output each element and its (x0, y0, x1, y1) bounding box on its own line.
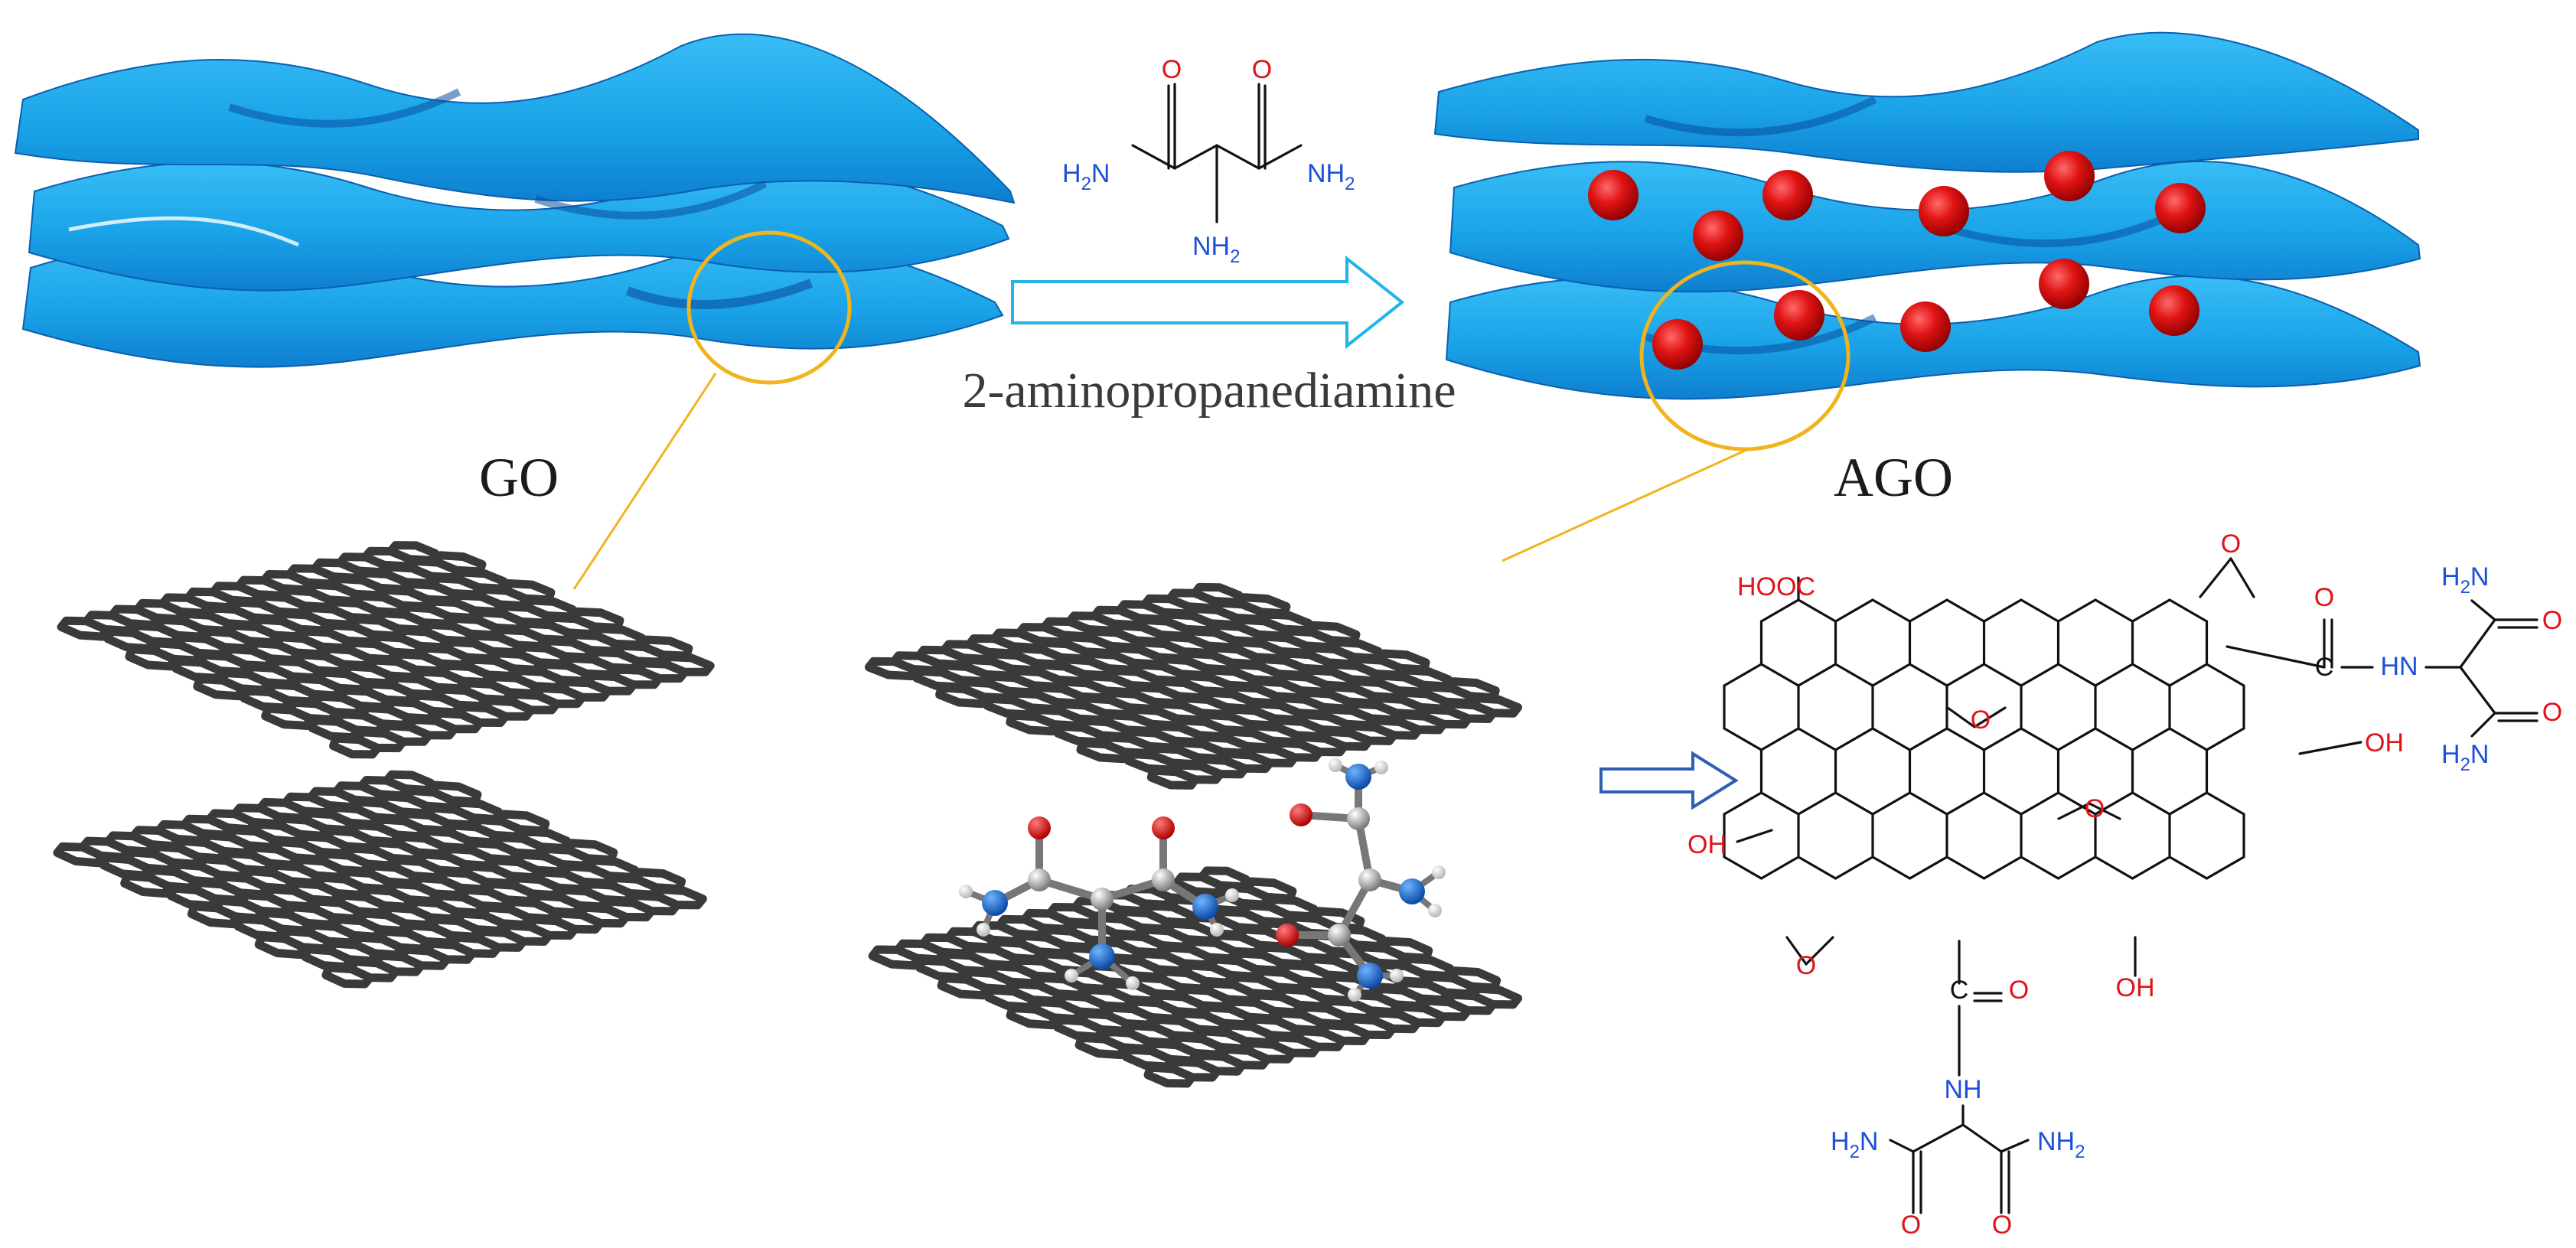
lattice-ago-top (864, 582, 1522, 790)
bond-line (2088, 802, 2121, 820)
reagent-o-left: O (1162, 55, 1182, 84)
bond-line (1961, 1123, 2003, 1153)
epoxide-o-bottom: O (1796, 951, 1816, 980)
ago-chemical-structure (1723, 557, 2539, 1214)
reagent-o-right: O (1252, 55, 1272, 84)
carbonyl-bottom-o: O (2009, 976, 2029, 1005)
particle (2155, 183, 2206, 233)
carbonyl-right-o: O (2314, 583, 2334, 612)
hooc-label: HOOC (1737, 572, 1815, 601)
lattice-mesh (57, 541, 715, 759)
bond-line (2225, 645, 2326, 669)
epoxide-o-mid2: O (2085, 794, 2105, 823)
ago-ring-skeleton (1723, 598, 2245, 880)
amide-bottom-right-o: O (1992, 1211, 2012, 1240)
bond-line (2229, 557, 2255, 598)
nh-bottom: NH (1944, 1075, 1981, 1104)
reagent-nh2-right: NH2 (1307, 159, 1355, 194)
reagent-nh2-left: H2N (1062, 159, 1110, 194)
structure-arrow-icon (1599, 751, 1739, 810)
hn-right: HN (2380, 652, 2418, 681)
ago-zoom-leader (1502, 448, 1747, 562)
amide-bottom-left-o: O (1901, 1211, 1921, 1240)
lattice-ago-bottom (868, 866, 1523, 1088)
bond-line (2057, 802, 2091, 820)
particle (1900, 301, 1951, 352)
bond-line (2000, 1139, 2030, 1153)
bond-line (2470, 599, 2496, 621)
amide-right-bottom-o: O (2542, 698, 2562, 727)
go-highlight (68, 216, 299, 247)
oh-right: OH (2365, 728, 2404, 758)
lattice-go-bottom (53, 770, 707, 989)
particle (1693, 210, 1743, 261)
oh-bottom: OH (2116, 973, 2155, 1002)
epoxide-o-top: O (2221, 530, 2241, 559)
particle (1774, 290, 1824, 341)
ago-sheet-stack (1433, 31, 2421, 400)
particle (1652, 319, 1703, 370)
bond-line (1973, 706, 2007, 728)
bond-line (1785, 936, 1808, 966)
go-fold-shadow-2 (534, 180, 768, 220)
ago-label: AGO (1834, 447, 1953, 508)
go-sheet-stack (14, 33, 1016, 368)
amide-right-top-nh2: H2N (2441, 562, 2489, 598)
carbonyl-right-c: C (2315, 653, 2334, 682)
particle (2044, 151, 2095, 201)
bond-line (2470, 712, 2496, 738)
bond-line (1889, 1139, 1915, 1153)
bond-line (2459, 666, 2496, 715)
lattice-mesh (864, 582, 1522, 790)
bond-line (2298, 741, 2362, 755)
particle (1762, 170, 1813, 220)
ago-fold-shadow-1 (1644, 96, 1877, 136)
bond-line (2199, 557, 2232, 598)
bond-line (2459, 618, 2496, 669)
amide-right-bottom-nh2: H2N (2441, 740, 2489, 775)
bond-line (1736, 829, 1773, 843)
amide-right-top-o: O (2542, 606, 2562, 635)
go-fold-shadow-3 (625, 279, 814, 310)
go-label: GO (479, 447, 559, 508)
bond-line (1805, 936, 1834, 966)
go-sheet-1 (14, 33, 1016, 204)
oh-left: OH (1687, 830, 1727, 859)
particle (1919, 186, 1969, 236)
lattice-mesh (53, 770, 707, 989)
reaction-arrow-icon (1011, 255, 1405, 350)
ago-fold-shadow-2 (1950, 207, 2183, 247)
ago-zoom-circle (1639, 260, 1850, 451)
go-sheet-2 (28, 161, 1010, 292)
reagent-label: 2-aminopropanediamine (962, 363, 1456, 419)
epoxide-o-mid1: O (1971, 705, 1991, 735)
go-zoom-leader (572, 373, 717, 590)
reagent-nh2-center: NH2 (1192, 232, 1240, 267)
bond-line (1912, 1123, 1965, 1153)
particle (2039, 259, 2089, 309)
amide-bottom-right-nh2: NH2 (2037, 1127, 2085, 1162)
go-fold-shadow-1 (228, 88, 461, 128)
reagent-structure: O O H2N NH2 NH2 (1062, 55, 1355, 267)
bond-line (1946, 706, 1976, 728)
particle (1588, 170, 1639, 220)
ago-particles (1588, 151, 2206, 370)
amide-bottom-left-nh2: H2N (1831, 1127, 1878, 1162)
go-zoom-circle (686, 230, 852, 385)
ago-sheet-1 (1433, 31, 2419, 173)
particle (2149, 285, 2199, 336)
molecule-model-1 (959, 816, 1239, 990)
lattice-go-top (57, 541, 715, 759)
carbonyl-bottom-c: C (1950, 976, 1969, 1005)
molecule-model-2 (1276, 758, 1446, 1002)
lattice-mesh (868, 866, 1523, 1088)
